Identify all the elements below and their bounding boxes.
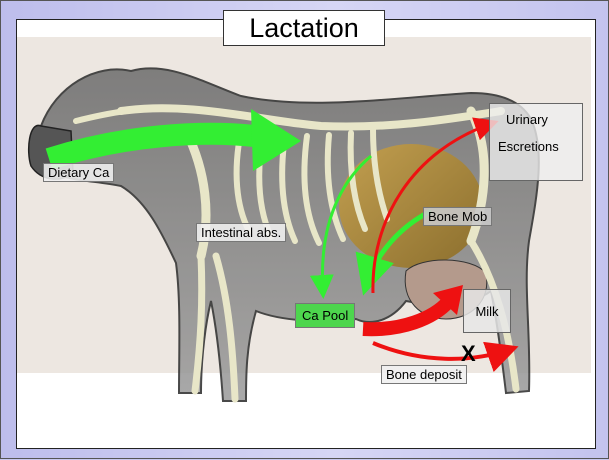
- intestinal-abs-label: Intestinal abs.: [196, 223, 286, 242]
- slide-title: Lactation: [223, 10, 385, 46]
- dietary-ca-label: Dietary Ca: [43, 163, 114, 182]
- urinary-label-line1: Urinary: [506, 112, 548, 127]
- urinary-excretions-box: Urinary Escretions: [489, 103, 583, 181]
- bone-deposit-arrow: [373, 343, 511, 359]
- bone-mob-label: Bone Mob: [423, 207, 492, 226]
- milk-label: Milk: [463, 289, 511, 333]
- ca-pool-label: Ca Pool: [295, 303, 355, 328]
- blocked-mark: X: [461, 341, 476, 367]
- bone-deposit-label: Bone deposit: [381, 365, 467, 384]
- urinary-label-line2: Escretions: [498, 139, 559, 154]
